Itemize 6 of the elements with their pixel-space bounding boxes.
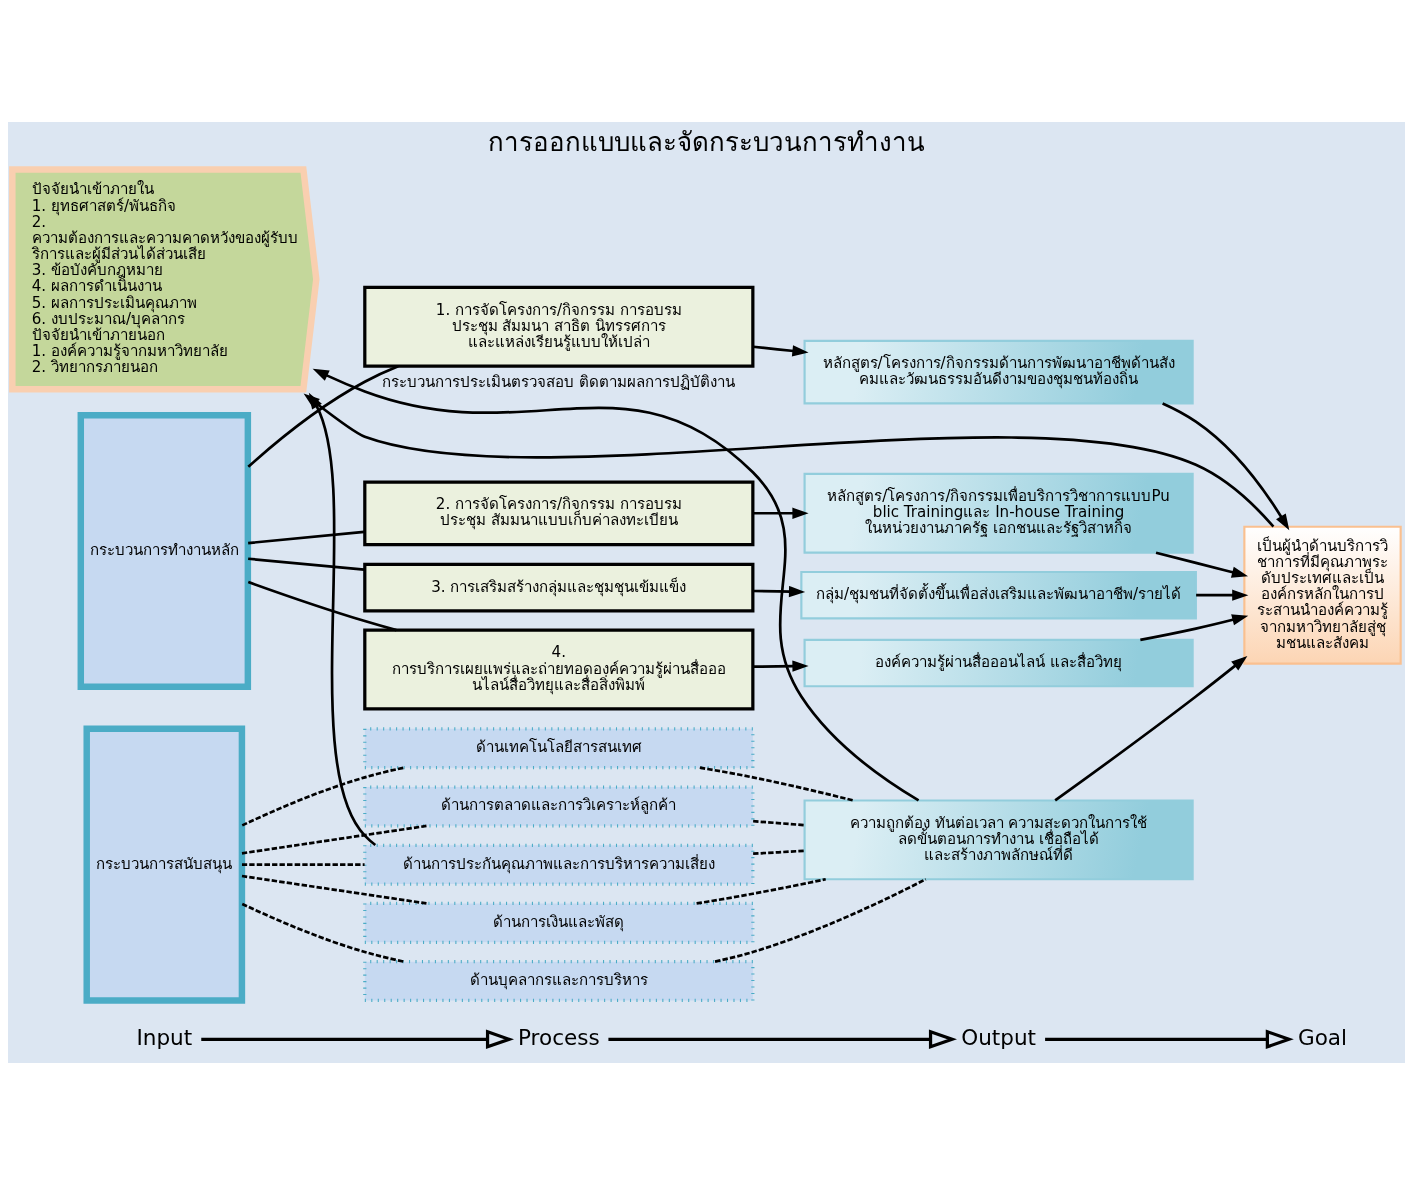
diagram-title: การออกแบบและจัดกระบวนการทำงาน bbox=[488, 127, 925, 158]
edge-label: กระบวนการประเมินตรวจสอบ ติดตามผลการปฏิบัติงาน bbox=[382, 373, 736, 392]
node-text: Input bbox=[136, 1024, 193, 1050]
node-text: Output bbox=[961, 1024, 1037, 1050]
node-text: Process bbox=[517, 1024, 600, 1050]
node-text: Goal bbox=[1297, 1024, 1348, 1050]
